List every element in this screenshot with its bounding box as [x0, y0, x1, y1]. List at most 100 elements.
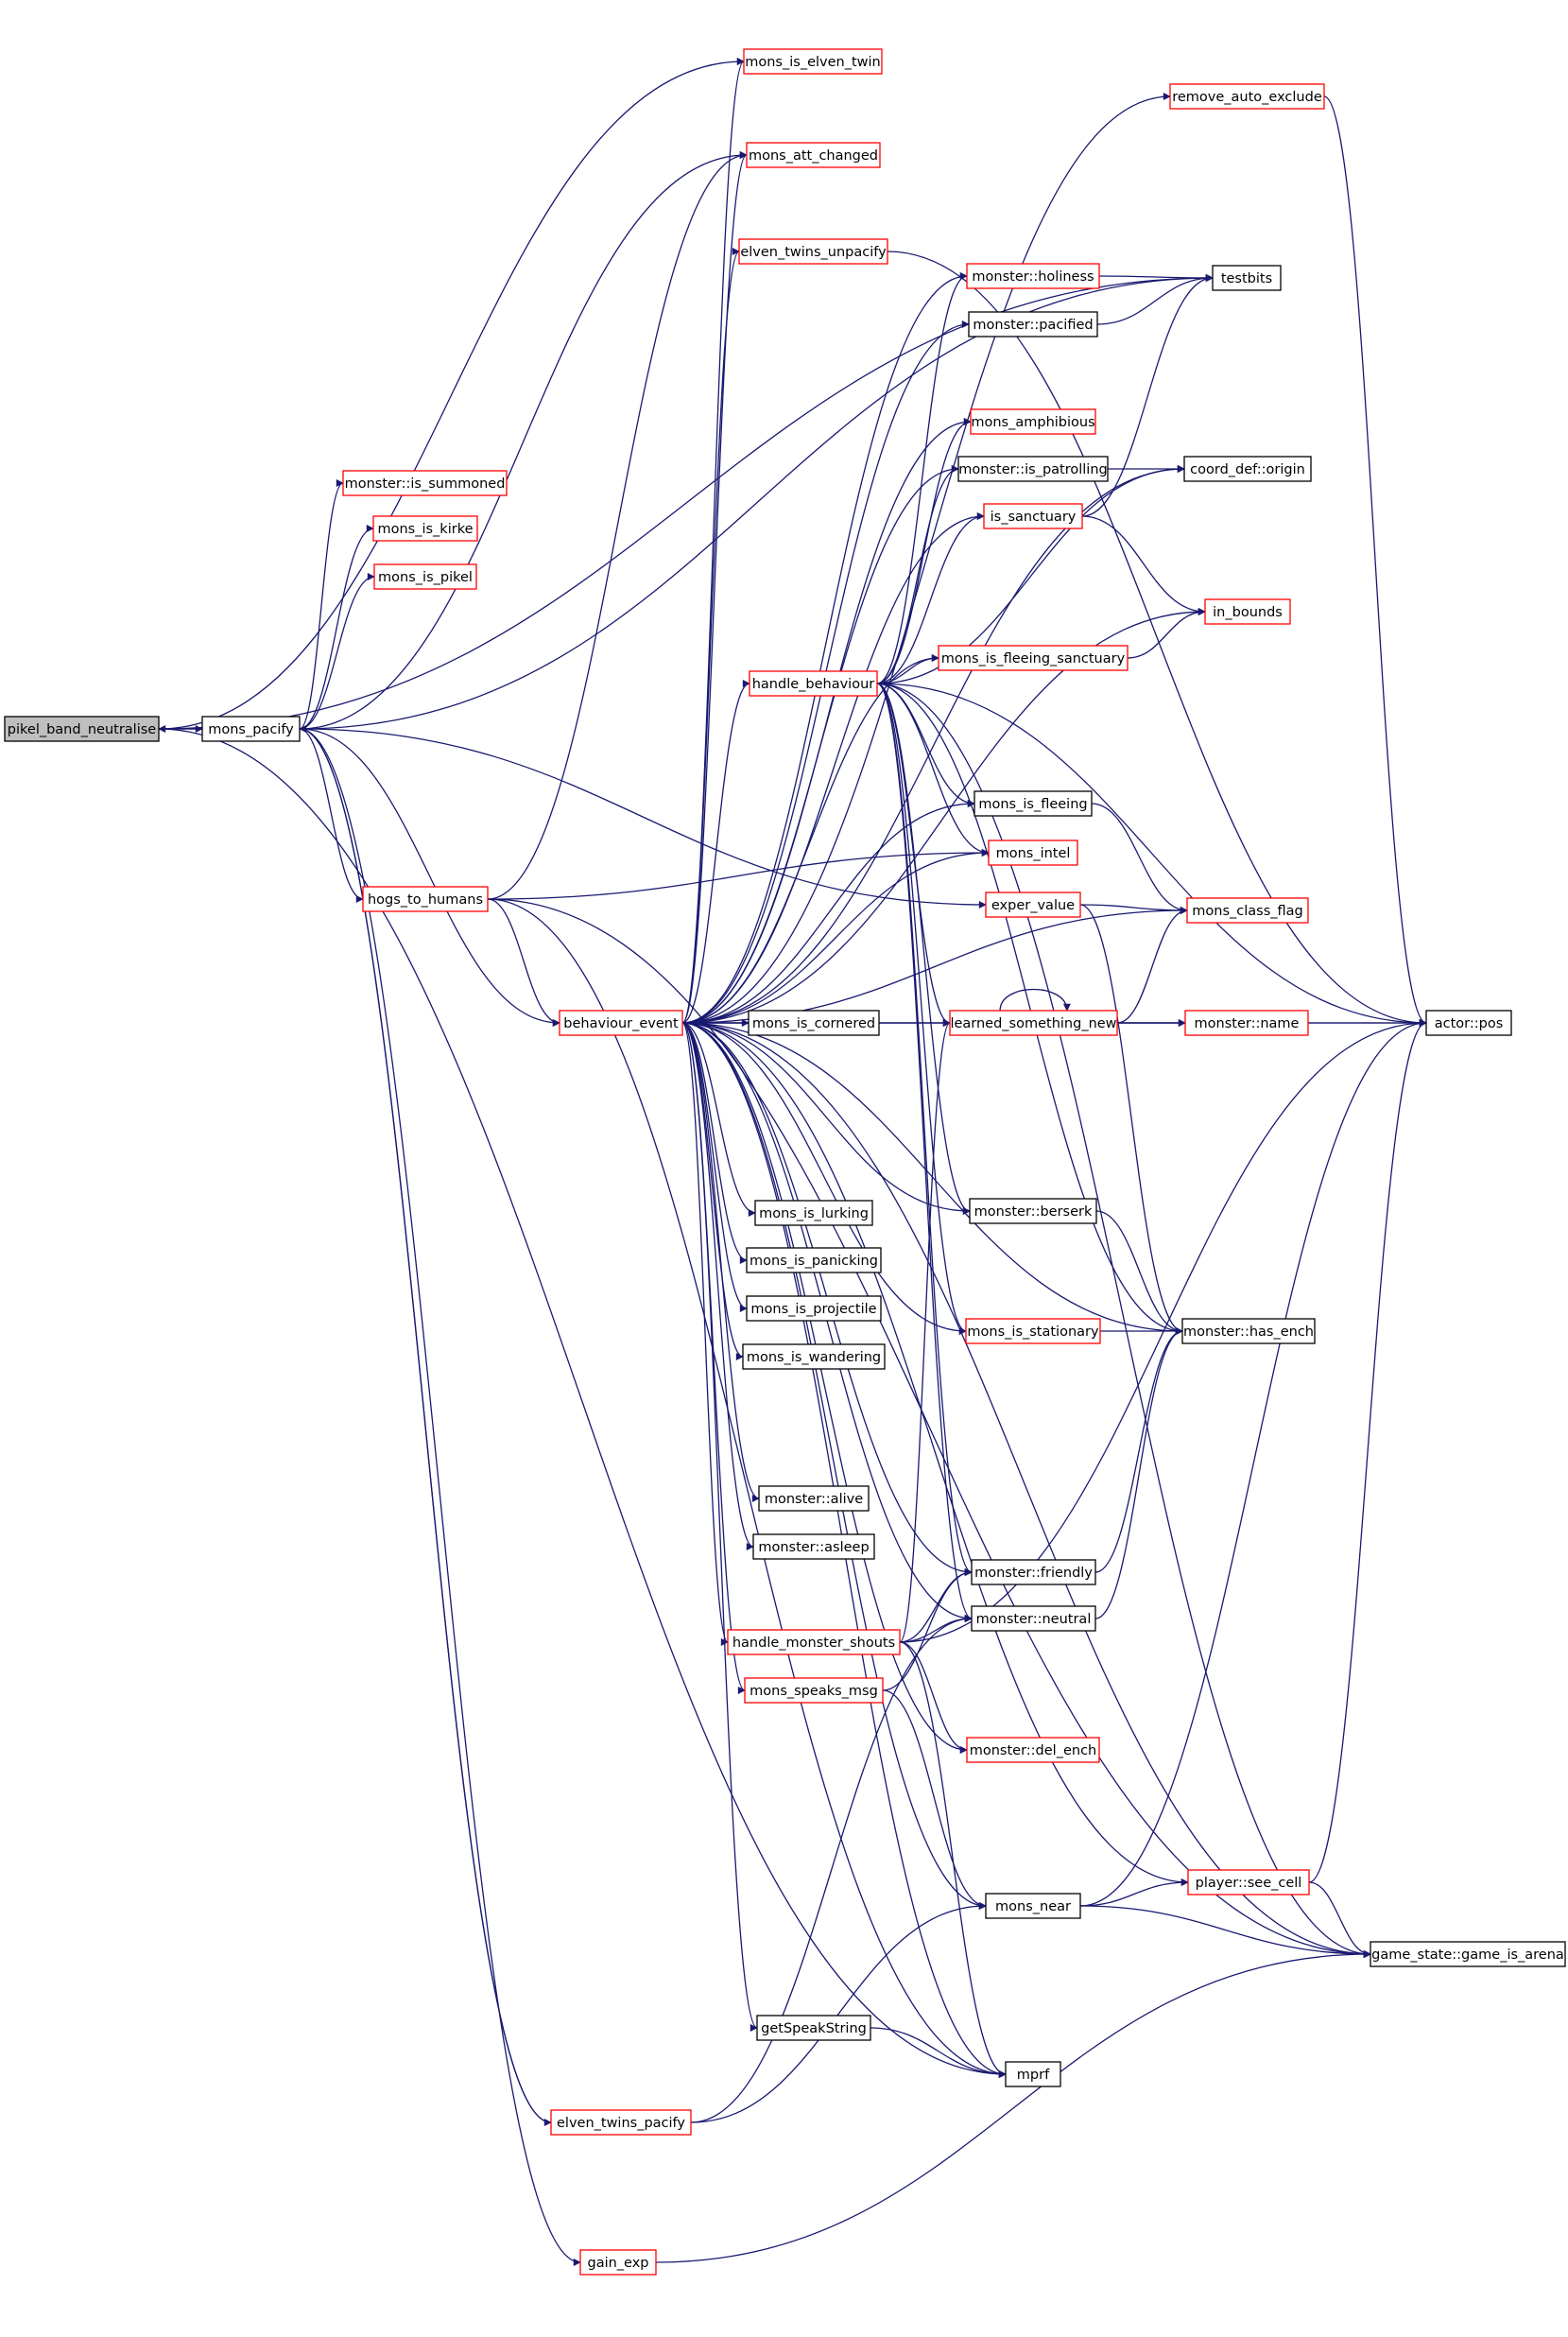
node-mons-near[interactable]: mons_near	[985, 1893, 1081, 1919]
node-mons-att-changed[interactable]: mons_att_changed	[746, 142, 881, 168]
edge-handle_behaviour-to-actor_pos	[876, 683, 1427, 1027]
node-label: mons_amphibious	[971, 415, 1094, 430]
node-mons-is-kirke[interactable]: mons_is_kirke	[372, 515, 478, 542]
edge-hogs_to_humans-to-mprf	[487, 898, 1007, 2078]
node-exper-value[interactable]: exper_value	[985, 892, 1081, 918]
node-hogs-to-humans[interactable]: hogs_to_humans	[362, 886, 489, 912]
node-label: learned_something_new	[950, 1016, 1116, 1031]
node-label: mons_intel	[996, 846, 1071, 861]
edge-is_sanctuary-to-in_bounds	[1081, 515, 1206, 615]
node-label: actor::pos	[1435, 1016, 1504, 1031]
node-mons-is-panicking[interactable]: mons_is_panicking	[746, 1247, 882, 1273]
edge-pikel_band_neutralise-to-mprf	[158, 728, 1007, 2078]
edge-hogs_to_humans-to-game_state_game_is_arena	[487, 898, 1371, 1958]
node-label: mons_pacify	[208, 722, 294, 737]
node-handle-monster-shouts[interactable]: handle_monster_shouts	[727, 1629, 901, 1655]
node-mons-is-projectile[interactable]: mons_is_projectile	[746, 1295, 882, 1322]
node-mons-is-lurking[interactable]: mons_is_lurking	[754, 1200, 873, 1226]
node-label: monster::pacified	[973, 318, 1093, 333]
node-label: mons_is_projectile	[750, 1302, 876, 1317]
node-mons-speaks-msg[interactable]: mons_speaks_msg	[744, 1677, 884, 1704]
node-getspeakstring[interactable]: getSpeakString	[756, 2015, 871, 2041]
edge-handle_behaviour-to-is_sanctuary	[876, 512, 985, 684]
node-mons-class-flag[interactable]: mons_class_flag	[1186, 897, 1309, 924]
node-monster-friendly[interactable]: monster::friendly	[971, 1559, 1096, 1585]
node-mons-is-cornered[interactable]: mons_is_cornered	[748, 1010, 880, 1036]
edge-mons_near-to-actor_pos	[1079, 1019, 1427, 1907]
node-testbits[interactable]: testbits	[1212, 265, 1282, 291]
edge-player_see_cell-to-actor_pos	[1308, 1019, 1427, 1883]
node-monster-del-ench[interactable]: monster::del_ench	[966, 1737, 1100, 1763]
node-in-bounds[interactable]: in_bounds	[1204, 598, 1291, 625]
node-player-see-cell[interactable]: player::see_cell	[1187, 1869, 1310, 1896]
node-gain-exp[interactable]: gain_exp	[579, 2249, 657, 2276]
edge-behaviour_event-to-elven_twins_unpacify	[681, 248, 740, 1024]
node-is-sanctuary[interactable]: is_sanctuary	[983, 503, 1083, 529]
node-label: monster::asleep	[758, 1540, 869, 1555]
edge-elven_twins_unpacify-to-actor_pos	[887, 251, 1427, 1027]
node-label: monster::del_ench	[970, 1743, 1097, 1758]
node-mons-pacify[interactable]: mons_pacify	[201, 716, 301, 742]
edge-handle_behaviour-to-monster_friendly	[876, 683, 973, 1576]
edge-mons_pacify-to-gain_exp	[299, 728, 581, 2266]
node-mons-is-fleeing-sanctuary[interactable]: mons_is_fleeing_sanctuary	[938, 645, 1129, 671]
node-behaviour-event[interactable]: behaviour_event	[559, 1010, 683, 1036]
node-mons-is-pikel[interactable]: mons_is_pikel	[373, 563, 477, 590]
node-label: monster::neutral	[976, 1612, 1092, 1627]
edge-handle_behaviour-to-monster_has_ench	[876, 683, 1183, 1335]
edge-elven_twins_pacify-to-mons_near	[690, 1902, 987, 2123]
node-handle-behaviour[interactable]: handle_behaviour	[749, 670, 878, 697]
node-monster-holiness[interactable]: monster::holiness	[966, 263, 1100, 289]
node-elven-twins-unpacify[interactable]: elven_twins_unpacify	[738, 238, 888, 265]
edge-behaviour_event-to-monster_is_patrolling	[681, 465, 959, 1024]
node-coord-def-origin[interactable]: coord_def::origin	[1183, 456, 1312, 482]
node-label: mons_speaks_msg	[750, 1684, 878, 1699]
edge-remove_auto_exclude-to-actor_pos	[1323, 95, 1427, 1027]
edge-learned_something_new-to-mons_class_flag	[1116, 907, 1188, 1024]
edge-mons_pacify-to-mons_is_kirke	[299, 525, 374, 730]
edge-learned_something_new-to-learned_something_new	[999, 988, 1071, 1012]
edge-behaviour_event-to-mons_is_fleeing_sanctuary	[681, 654, 939, 1024]
node-label: testbits	[1221, 271, 1272, 286]
edge-mons_is_fleeing-to-mons_class_flag	[1091, 803, 1188, 914]
node-monster-is-summoned[interactable]: monster::is_summoned	[342, 470, 508, 496]
node-remove-auto-exclude[interactable]: remove_auto_exclude	[1169, 83, 1325, 110]
node-monster-asleep[interactable]: monster::asleep	[752, 1533, 875, 1560]
node-learned-something-new[interactable]: learned_something_new	[949, 1010, 1118, 1036]
node-game-state-game-is-arena[interactable]: game_state::game_is_arena	[1370, 1941, 1566, 1967]
node-monster-is-patrolling[interactable]: monster::is_patrolling	[957, 456, 1109, 482]
node-monster-berserk[interactable]: monster::berserk	[969, 1198, 1097, 1224]
node-mons-intel[interactable]: mons_intel	[988, 840, 1078, 866]
edge-handle_monster_shouts-to-mprf	[899, 1641, 1007, 2078]
node-mprf[interactable]: mprf	[1005, 2061, 1061, 2087]
edge-elven_twins_pacify-to-monster_neutral	[690, 1615, 973, 2123]
edge-monster_berserk-to-monster_has_ench	[1095, 1210, 1183, 1335]
node-monster-name[interactable]: monster::name	[1184, 1010, 1309, 1036]
node-elven-twins-pacify[interactable]: elven_twins_pacify	[550, 2109, 692, 2136]
node-monster-neutral[interactable]: monster::neutral	[971, 1605, 1096, 1632]
node-mons-is-elven-twin[interactable]: mons_is_elven_twin	[743, 48, 883, 75]
node-mons-is-fleeing[interactable]: mons_is_fleeing	[974, 790, 1093, 817]
edge-behaviour_event-to-remove_auto_exclude	[681, 93, 1171, 1024]
node-monster-has-ench[interactable]: monster::has_ench	[1181, 1318, 1316, 1344]
node-pikel-band-neutralise[interactable]: pikel_band_neutralise	[4, 716, 160, 742]
edge-gain_exp-to-game_state_game_is_arena	[655, 1950, 1371, 2263]
node-label: mons_is_fleeing_sanctuary	[941, 651, 1126, 666]
edge-hogs_to_humans-to-behaviour_event	[487, 898, 560, 1027]
edge-handle_monster_shouts-to-learned_something_new	[899, 1019, 951, 1643]
node-actor-pos[interactable]: actor::pos	[1425, 1010, 1512, 1036]
node-monster-pacified[interactable]: monster::pacified	[968, 311, 1098, 338]
node-label: in_bounds	[1213, 605, 1283, 620]
node-label: mons_is_kirke	[377, 522, 473, 537]
node-mons-amphibious[interactable]: mons_amphibious	[970, 408, 1096, 435]
edge-behaviour_event-to-mons_is_panicking	[681, 1022, 748, 1264]
edge-handle_behaviour-to-coord_def_origin	[876, 465, 1185, 684]
node-label: mons_att_changed	[749, 148, 878, 164]
node-mons-is-wandering[interactable]: mons_is_wandering	[742, 1343, 886, 1370]
edge-behaviour_event-to-monster_del_ench	[681, 1022, 968, 1754]
edge-elven_twins_pacify-to-mons_pacify	[299, 725, 552, 2123]
node-mons-is-stationary[interactable]: mons_is_stationary	[965, 1318, 1101, 1344]
node-monster-alive[interactable]: monster::alive	[758, 1485, 870, 1512]
edge-pikel_band_neutralise-to-mons_is_elven_twin	[158, 58, 745, 730]
edge-behaviour_event-to-getSpeakString	[681, 1022, 758, 2032]
